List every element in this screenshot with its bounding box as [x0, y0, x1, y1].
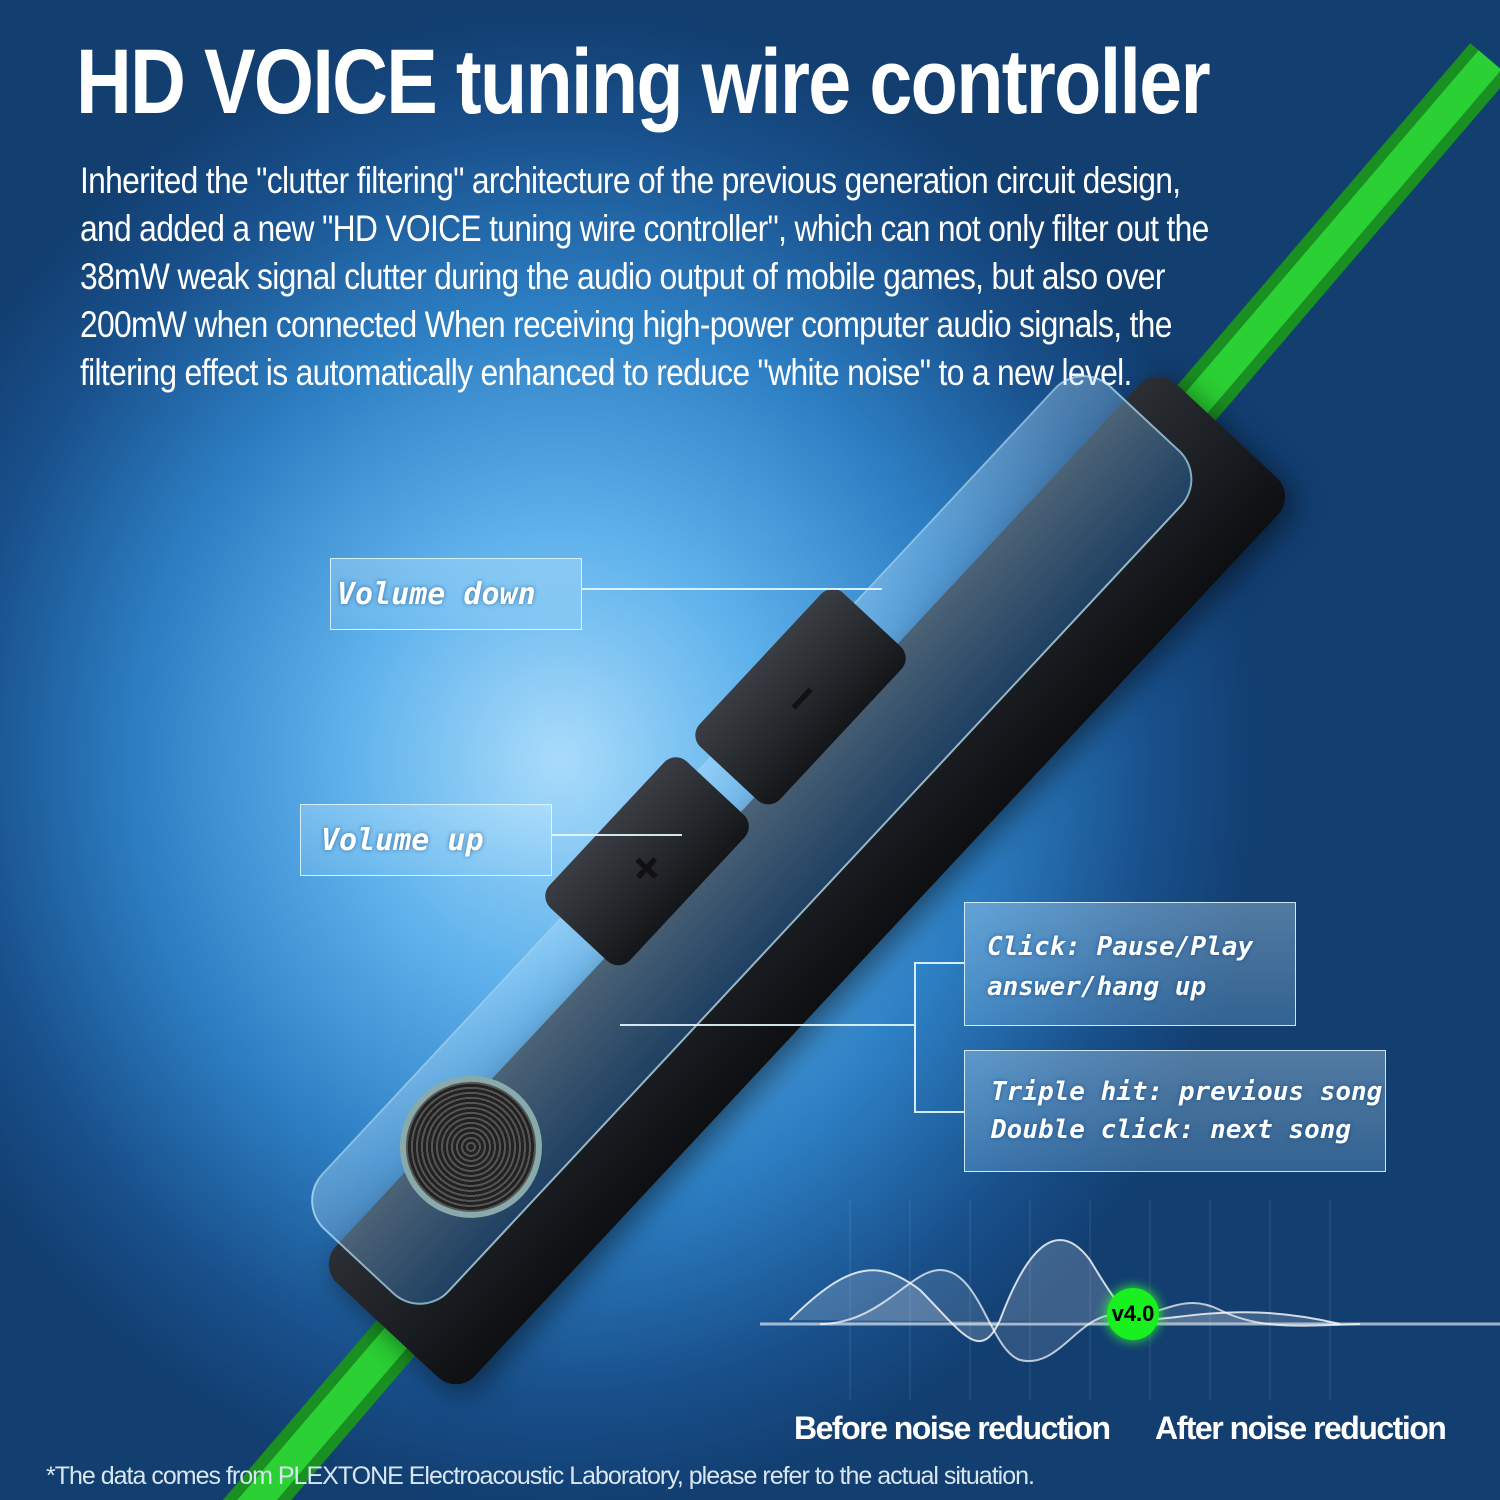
label-click: Click: Pause/Play answer/hang up: [964, 902, 1296, 1026]
label-text: Double click: next song: [991, 1115, 1352, 1145]
footnote: *The data comes from PLEXTONE Electroaco…: [46, 1462, 1035, 1490]
label-text: Click: Pause/Play: [987, 932, 1254, 962]
label-text: Triple hit: previous song: [991, 1077, 1383, 1107]
description-line: 200mW when connected When receiving high…: [80, 304, 1172, 345]
pointer-line: [582, 588, 882, 590]
description-line: filtering effect is automatically enhanc…: [80, 352, 1132, 393]
description-line: 38mW weak signal clutter during the audi…: [80, 256, 1165, 297]
after-noise-reduction-label: After noise reduction: [1155, 1410, 1447, 1446]
label-text: answer/hang up: [987, 972, 1207, 1002]
description-line: Inherited the "clutter filtering" archit…: [80, 160, 1181, 201]
pointer-line: [914, 962, 964, 964]
description-line: and added a new "HD VOICE tuning wire co…: [80, 208, 1209, 249]
pointer-line: [914, 962, 916, 1112]
plus-icon: +: [615, 838, 677, 898]
version-badge: v4.0: [1107, 1288, 1159, 1340]
pointer-line: [914, 1111, 964, 1113]
before-noise-reduction-label: Before noise reduction: [794, 1410, 1111, 1446]
label-volume-up: Volume up: [300, 804, 552, 876]
noise-waveform: [760, 1200, 1500, 1400]
label-triple-double: Triple hit: previous song Double click: …: [964, 1050, 1386, 1172]
minus-icon: −: [771, 668, 833, 729]
pointer-line: [620, 1024, 914, 1026]
pointer-line: [552, 834, 682, 836]
label-volume-down: Volume down: [330, 558, 582, 630]
page-title: HD VOICE tuning wire controller: [76, 31, 1211, 133]
